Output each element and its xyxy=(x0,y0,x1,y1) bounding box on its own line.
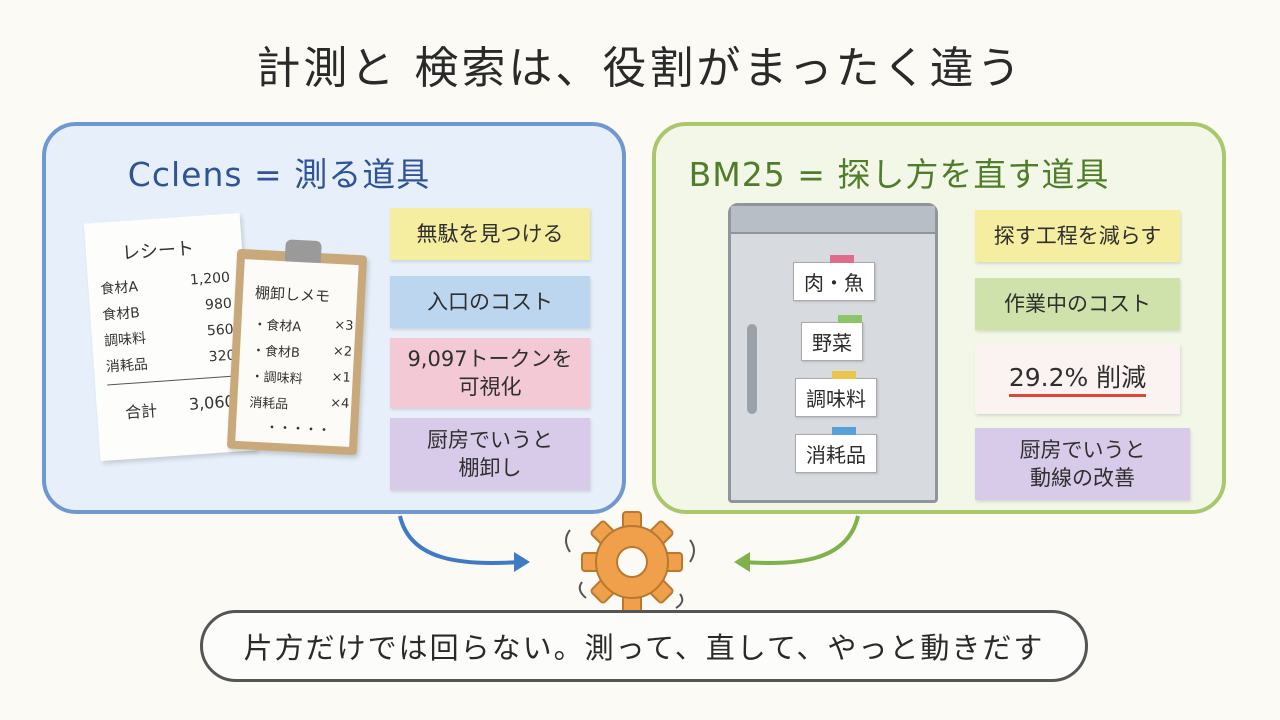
tape-icon xyxy=(832,427,856,435)
fridge-label-vegetables: 野菜 xyxy=(801,315,863,361)
fridge-handle xyxy=(747,324,757,414)
fridge-label-seasoning: 調味料 xyxy=(795,371,877,417)
reduction-text: 29.2% 削減 xyxy=(1008,361,1147,398)
bottom-message: 片方だけでは回らない。測って、直して、やっと動きだす xyxy=(200,610,1088,682)
fridge-top xyxy=(731,206,935,234)
arrow-left-head xyxy=(734,552,750,572)
arrow-right-icon xyxy=(398,515,521,566)
fridge-icon: 肉・魚 野菜 調味料 消耗品 xyxy=(728,203,938,503)
note-inventory: 厨房でいうと 棚卸し xyxy=(390,418,590,490)
page-title: 計測と 検索は、役割がまったく違う xyxy=(256,43,1024,94)
fridge-label-text: 調味料 xyxy=(806,387,866,411)
note-entry-cost: 入口のコスト xyxy=(390,276,590,328)
fridge-label-text: 肉・魚 xyxy=(804,271,864,295)
note-visualize-tokens: 9,097トークンを 可視化 xyxy=(390,338,590,408)
fridge-label-text: 野菜 xyxy=(812,331,852,355)
fridge-label-consumables: 消耗品 xyxy=(795,427,877,473)
note-find-waste: 無駄を見つける xyxy=(390,208,590,260)
fridge-label-text: 消耗品 xyxy=(806,443,866,467)
tape-icon xyxy=(832,371,856,379)
arrow-left-icon xyxy=(743,515,860,566)
note-work-cost: 作業中のコスト xyxy=(975,278,1180,330)
gear-icon xyxy=(581,511,683,613)
tape-icon xyxy=(830,255,854,263)
fridge-label-meat-fish: 肉・魚 xyxy=(793,255,875,301)
tape-icon xyxy=(838,315,862,323)
motion-lines xyxy=(565,529,695,609)
note-reduction: 29.2% 削減 xyxy=(975,344,1180,414)
note-flow-improve: 厨房でいうと 動線の改善 xyxy=(975,428,1190,500)
note-reduce-search: 探す工程を減らす xyxy=(975,210,1180,262)
bm25-heading: BM25 = 探し方を直す道具 xyxy=(688,155,1110,194)
arrow-right-head xyxy=(514,552,530,572)
cclens-heading: Cclens = 測る道具 xyxy=(127,155,431,194)
